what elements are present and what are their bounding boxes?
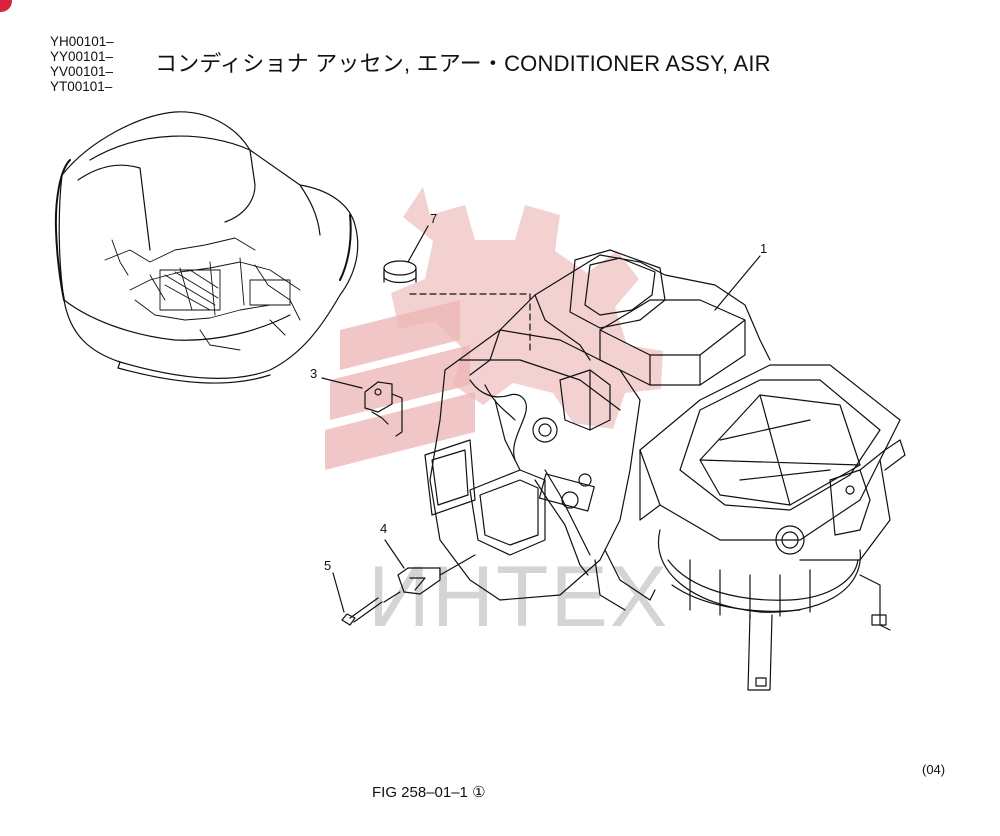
callout-5: 5 [324,558,332,573]
part-3-bracket [321,377,403,437]
page-title: コンディショナ アッセン, エアー・CONDITIONER ASSY, AIR [155,51,771,76]
revision-code: (04) [922,762,946,777]
serial-number: YH00101– [50,34,114,49]
watermark-text: ИНТЕХ [368,549,670,645]
callout-7: 7 [430,211,438,226]
cab-overview [54,111,359,384]
part-4-clamp [384,539,476,595]
callout-1: 1 [760,241,768,256]
air-conditioner-unit [424,249,906,691]
leader-line-1 [714,255,761,311]
part-5-bolt [332,572,401,626]
callout-3: 3 [310,366,318,381]
part-7-cap [383,225,531,351]
figure-caption: FIG 258–01–1 ① [372,784,486,801]
serial-number: YY00101– [50,49,114,64]
callout-4: 4 [380,521,388,536]
serial-number: YT00101– [50,79,113,94]
serial-number-list: YH00101– YY00101– YV00101– YT00101– [50,34,114,94]
serial-number: YV00101– [50,64,114,79]
